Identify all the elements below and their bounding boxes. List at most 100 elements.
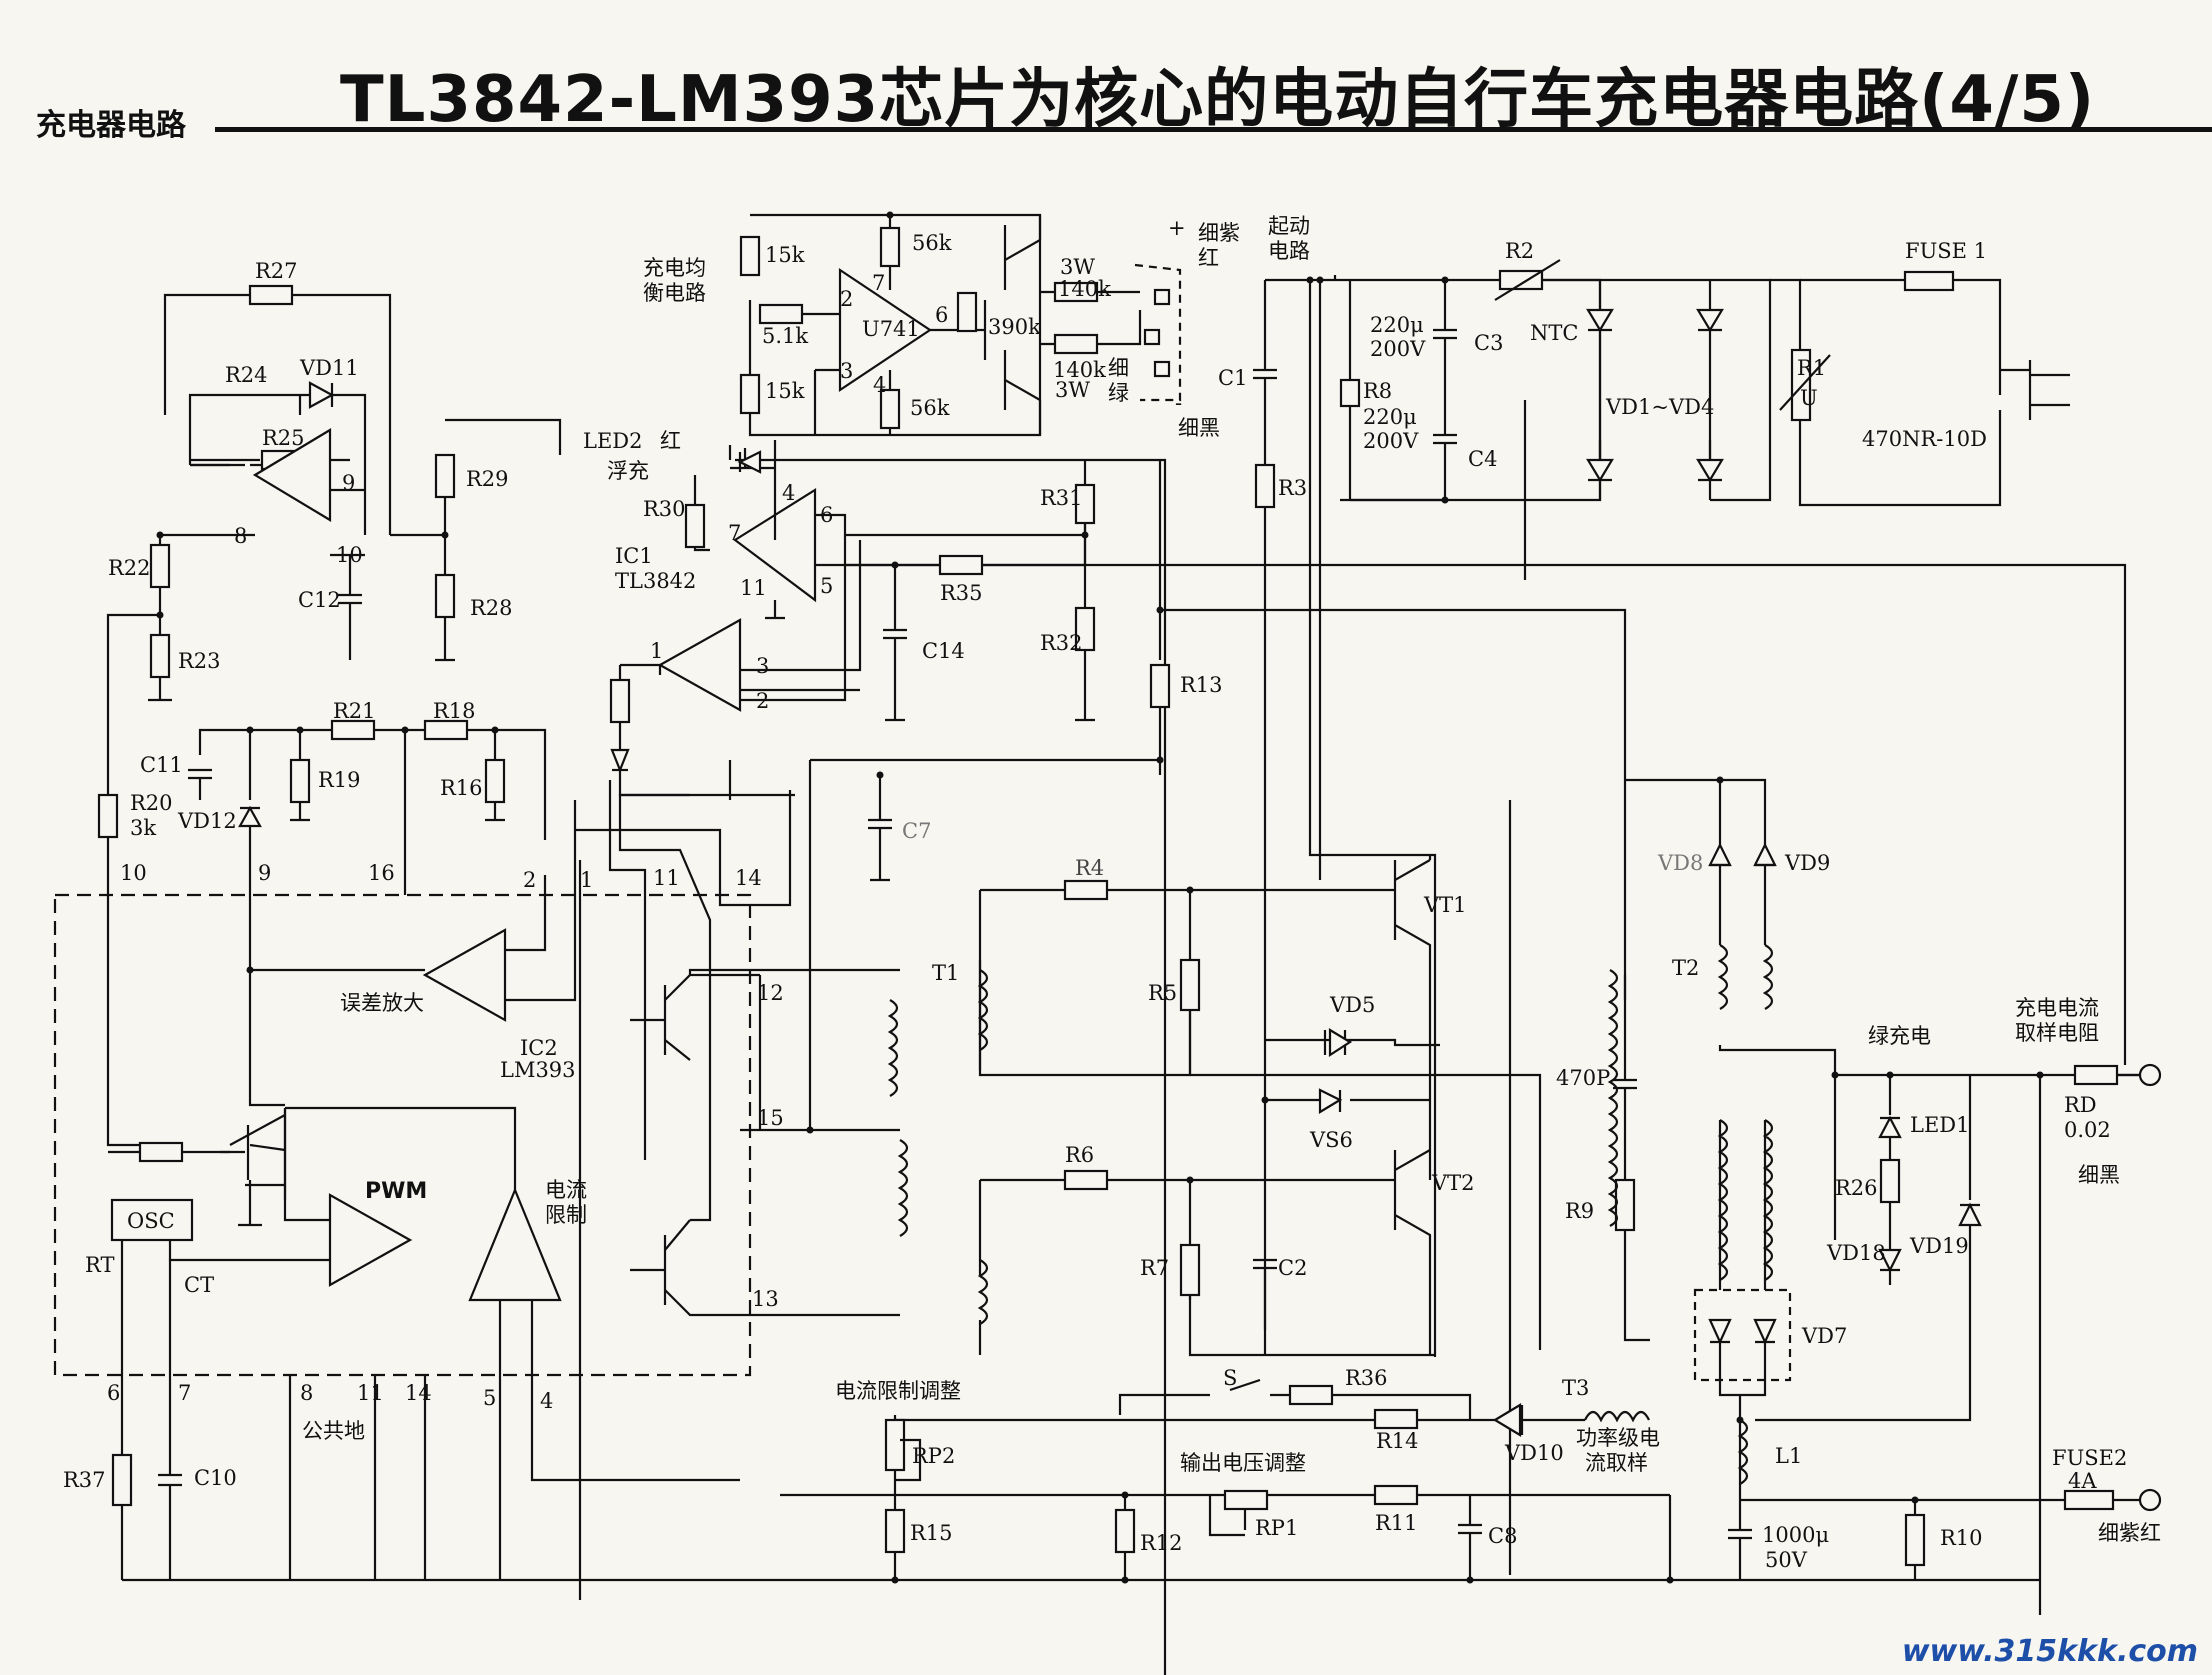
label-vd1-vd4: VD1~VD4 [1605,395,1714,419]
label-3w-a: 3W [1060,255,1095,279]
label-vd8: VD8 [1657,851,1703,875]
label-r13: R13 [1180,673,1223,697]
label-r35: R35 [940,581,983,605]
tl3842-pin-5: 5 [820,574,833,598]
opamp-pin-8: 8 [234,524,247,548]
label-vs6: VS6 [1309,1128,1353,1152]
label-start-2: 电路 [1268,239,1310,263]
label-s: S [1223,1366,1237,1390]
u741-pin-4: 4 [873,373,886,397]
page-title: TL3842-LM393芯片为核心的电动自行车充电器电路(4/5) [340,63,2096,137]
label-r19: R19 [318,768,361,792]
label-minus: - [1175,391,1182,415]
pin-14: 14 [735,866,762,890]
label-led2-red: 红 [660,429,681,453]
label-vd5: VD5 [1329,993,1375,1017]
label-t1: T1 [932,961,959,985]
label-fine-green-2: 绿 [1108,381,1129,405]
pin-10: 10 [120,861,147,885]
label-ct: CT [184,1273,214,1297]
pin-1: 1 [580,868,593,892]
label-rd-value: 0.02 [2064,1118,2111,1142]
label-r36: R36 [1345,1366,1388,1390]
label-common-ground: 公共地 [302,1419,365,1443]
label-ntc: NTC [1530,321,1578,345]
bottom-pin-5: 5 [483,1386,496,1410]
label-50v: 50V [1765,1548,1808,1572]
label-led2: LED2 [583,429,642,453]
label-float-charge: 浮充 [607,459,649,483]
label-r6: R6 [1065,1143,1094,1167]
label-c11: C11 [140,753,183,777]
comp1-pin-1: 1 [650,639,663,663]
label-led1: LED1 [1910,1113,1969,1137]
label-vd12: VD12 [177,809,237,833]
label-r22: R22 [108,556,151,580]
tl3842-pin-6: 6 [820,503,833,527]
bottom-pin-11: 11 [357,1381,384,1405]
label-c2: C2 [1278,1256,1307,1280]
label-140k-b: 140k [1053,358,1106,382]
label-r12: R12 [1140,1531,1183,1555]
label-200v-b: 200V [1363,429,1419,453]
label-r32: R32 [1040,631,1083,655]
label-rd: RD [2064,1093,2097,1117]
label-15k-b: 15k [765,379,805,403]
label-current-limit-2: 限制 [545,1203,587,1227]
label-r8: R8 [1363,379,1392,403]
label-r31: R31 [1040,486,1083,510]
label-c8: C8 [1488,1524,1517,1548]
label-r26: R26 [1835,1176,1878,1200]
label-3w-b: 3W [1055,378,1090,402]
bottom-pin-6: 6 [107,1381,120,1405]
tl3842-pin-11: 11 [740,576,767,600]
label-vd7: VD7 [1801,1324,1847,1348]
label-r27: R27 [255,259,298,283]
label-r15: R15 [910,1521,953,1545]
opamp-pin-10: 10 [336,543,363,567]
label-ic2: IC2 [520,1036,558,1060]
bottom-pin-7: 7 [178,1381,191,1405]
label-c10: C10 [194,1466,237,1490]
label-current-limit-adjust: 电流限制调整 [835,1379,961,1403]
label-140k-a: 140k [1058,277,1111,301]
label-c1: C1 [1218,366,1247,390]
label-osc: OSC [127,1209,175,1233]
label-r25: R25 [262,426,305,450]
label-470p: 470P [1556,1066,1610,1090]
label-220u-a: 220μ [1370,313,1424,337]
label-r23: R23 [178,649,221,673]
pin-12: 12 [757,981,784,1005]
label-4a: 4A [2068,1469,2097,1493]
label-56k-b: 56k [910,396,950,420]
label-r10: R10 [1940,1526,1983,1550]
bottom-pin-4: 4 [540,1389,553,1413]
label-power-sense-2: 流取样 [1585,1451,1648,1475]
label-green-charge: 绿充电 [1868,1024,1931,1048]
label-current-limit-1: 电流 [545,1178,587,1202]
label-390k: 390k [988,315,1041,339]
u741-pin-7: 7 [872,271,885,295]
label-vd10: VD10 [1504,1441,1564,1465]
label-current-sense-1: 充电电流 [2015,996,2099,1020]
label-r30: R30 [643,497,686,521]
u741-pin-6: 6 [935,303,948,327]
label-r3: R3 [1278,476,1307,500]
label-balance-1: 充电均 [643,256,706,280]
bottom-pin-14: 14 [405,1381,432,1405]
label-error-amp: 误差放大 [340,991,424,1015]
opamp-pin-9: 9 [342,471,355,495]
comp1-pin-3: 3 [756,654,769,678]
label-rp2: RP2 [912,1444,955,1468]
label-c3: C3 [1474,331,1503,355]
label-fine-purple-red: 细紫红 [2098,1521,2161,1545]
label-r9: R9 [1565,1199,1594,1223]
label-vd11: VD11 [299,356,359,380]
label-rp1: RP1 [1255,1516,1298,1540]
label-vt2: VT2 [1431,1171,1475,1195]
label-t2: T2 [1672,956,1699,980]
label-current-sense-2: 取样电阻 [2015,1021,2099,1045]
label-r14: R14 [1376,1429,1419,1453]
label-r1: R1 [1797,356,1826,380]
